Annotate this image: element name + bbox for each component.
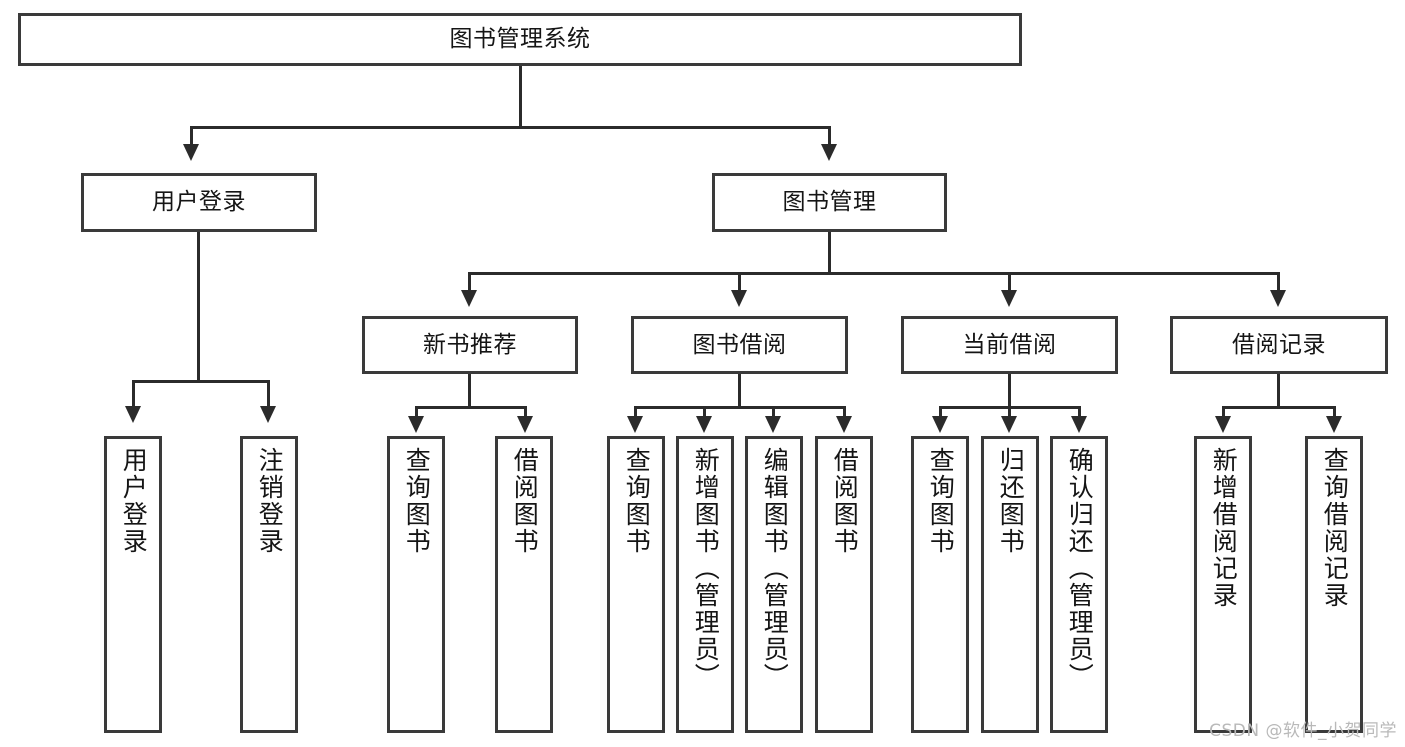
arrowhead-borrow-record — [1270, 290, 1286, 307]
connector-drop-leaf-nbr-1 — [415, 406, 418, 420]
leaf-book-borrow-edit-book-admin[interactable]: 编辑图书（管理员） — [745, 436, 803, 733]
connector-drop-current-borrow — [1008, 272, 1011, 294]
connector-book-borrow-stem — [738, 374, 741, 408]
connector-drop-leaf-bb-2 — [703, 406, 706, 420]
connector-drop-leaf-cb-3 — [1078, 406, 1081, 420]
connector-user-login-bus — [132, 380, 270, 383]
node-book-borrow[interactable]: 图书借阅 — [631, 316, 848, 374]
arrowhead-leaf-br-1 — [1215, 416, 1231, 433]
node-borrow-record[interactable]: 借阅记录 — [1170, 316, 1388, 374]
leaf-book-borrow-add-book-admin[interactable]: 新增图书（管理员） — [676, 436, 734, 733]
leaf-user-login-logout[interactable]: 注销登录 — [240, 436, 298, 733]
connector-book-borrow-bus — [634, 406, 846, 409]
leaf-borrow-record-add-record[interactable]: 新增借阅记录 — [1194, 436, 1252, 733]
connector-root-stem — [519, 66, 522, 128]
node-label: 新书推荐 — [423, 331, 517, 358]
connector-drop-new-book-recommend — [468, 272, 471, 294]
arrowhead-leaf-user-login-1 — [125, 406, 141, 423]
connector-drop-leaf-br-1 — [1222, 406, 1225, 420]
leaf-book-borrow-borrow-book[interactable]: 借阅图书 — [815, 436, 873, 733]
arrowhead-leaf-nbr-2 — [517, 416, 533, 433]
connector-drop-leaf-bb-4 — [843, 406, 846, 420]
connector-book-management-stem — [828, 232, 831, 274]
connector-borrow-record-stem — [1277, 374, 1280, 408]
leaf-new-book-recommend-query-book[interactable]: 查询图书 — [387, 436, 445, 733]
node-label: 借阅图书 — [510, 447, 540, 555]
connector-user-login-stem — [197, 232, 200, 382]
connector-drop-user-login — [190, 126, 193, 148]
leaf-current-borrow-confirm-return-admin[interactable]: 确认归还（管理员） — [1050, 436, 1108, 733]
arrowhead-leaf-bb-4 — [836, 416, 852, 433]
node-root-book-management-system[interactable]: 图书管理系统 — [18, 13, 1022, 66]
connector-drop-borrow-record — [1277, 272, 1280, 294]
leaf-borrow-record-query-record[interactable]: 查询借阅记录 — [1305, 436, 1363, 733]
arrowhead-leaf-nbr-1 — [408, 416, 424, 433]
leaf-new-book-recommend-borrow-book[interactable]: 借阅图书 — [495, 436, 553, 733]
node-label: 图书管理 — [782, 189, 877, 216]
node-label: 借阅记录 — [1232, 331, 1326, 358]
arrowhead-new-book-recommend — [461, 290, 477, 307]
connector-drop-leaf-cb-2 — [1008, 406, 1011, 420]
node-label: 查询图书 — [926, 447, 956, 555]
leaf-user-login-login[interactable]: 用户登录 — [104, 436, 162, 733]
node-label: 借阅图书 — [830, 447, 860, 555]
connector-level3-bus — [468, 272, 1280, 275]
connector-drop-leaf-bb-3 — [772, 406, 775, 420]
node-label: 用户登录 — [152, 189, 246, 216]
node-label: 查询图书 — [402, 447, 432, 555]
leaf-book-borrow-query-book[interactable]: 查询图书 — [607, 436, 665, 733]
arrowhead-leaf-bb-1 — [627, 416, 643, 433]
connector-drop-leaf-cb-1 — [939, 406, 942, 420]
arrowhead-leaf-user-login-2 — [260, 406, 276, 423]
node-label: 新增图书（管理员） — [691, 447, 721, 690]
connector-drop-leaf-user-login-2 — [267, 380, 270, 410]
arrowhead-leaf-cb-3 — [1071, 416, 1087, 433]
arrowhead-book-borrow — [731, 290, 747, 307]
arrowhead-book-management — [821, 144, 837, 161]
connector-new-book-recommend-bus — [415, 406, 527, 409]
node-label: 图书管理系统 — [449, 26, 591, 53]
node-label: 用户登录 — [119, 447, 149, 555]
arrowhead-leaf-br-2 — [1326, 416, 1342, 433]
arrowhead-current-borrow — [1001, 290, 1017, 307]
node-current-borrow[interactable]: 当前借阅 — [901, 316, 1118, 374]
connector-new-book-recommend-stem — [468, 374, 471, 408]
connector-drop-book-management — [828, 126, 831, 148]
connector-drop-leaf-br-2 — [1333, 406, 1336, 420]
node-label: 归还图书 — [996, 447, 1026, 555]
arrowhead-leaf-bb-3 — [765, 416, 781, 433]
connector-level2-bus — [190, 126, 831, 129]
node-label: 当前借阅 — [962, 331, 1057, 358]
arrowhead-leaf-cb-2 — [1001, 416, 1017, 433]
node-label: 注销登录 — [255, 447, 285, 555]
node-label: 新增借阅记录 — [1209, 447, 1239, 609]
csdn-watermark: CSDN @软件_小贺同学 — [1209, 721, 1397, 741]
connector-drop-leaf-user-login-1 — [132, 380, 135, 410]
connector-drop-leaf-nbr-2 — [524, 406, 527, 420]
leaf-current-borrow-return-book[interactable]: 归还图书 — [981, 436, 1039, 733]
node-user-login[interactable]: 用户登录 — [81, 173, 317, 232]
node-label: 查询借阅记录 — [1320, 447, 1350, 609]
arrowhead-leaf-cb-1 — [932, 416, 948, 433]
arrowhead-user-login — [183, 144, 199, 161]
node-label: 编辑图书（管理员） — [760, 447, 790, 690]
node-label: 确认归还（管理员） — [1065, 447, 1095, 690]
connector-borrow-record-bus — [1222, 406, 1336, 409]
arrowhead-leaf-bb-2 — [696, 416, 712, 433]
connector-drop-leaf-bb-1 — [634, 406, 637, 420]
connector-drop-book-borrow — [738, 272, 741, 294]
connector-current-borrow-stem — [1008, 374, 1011, 408]
leaf-current-borrow-query-book[interactable]: 查询图书 — [911, 436, 969, 733]
node-label: 图书借阅 — [692, 331, 787, 358]
node-new-book-recommend[interactable]: 新书推荐 — [362, 316, 578, 374]
node-book-management[interactable]: 图书管理 — [712, 173, 947, 232]
node-label: 查询图书 — [622, 447, 652, 555]
